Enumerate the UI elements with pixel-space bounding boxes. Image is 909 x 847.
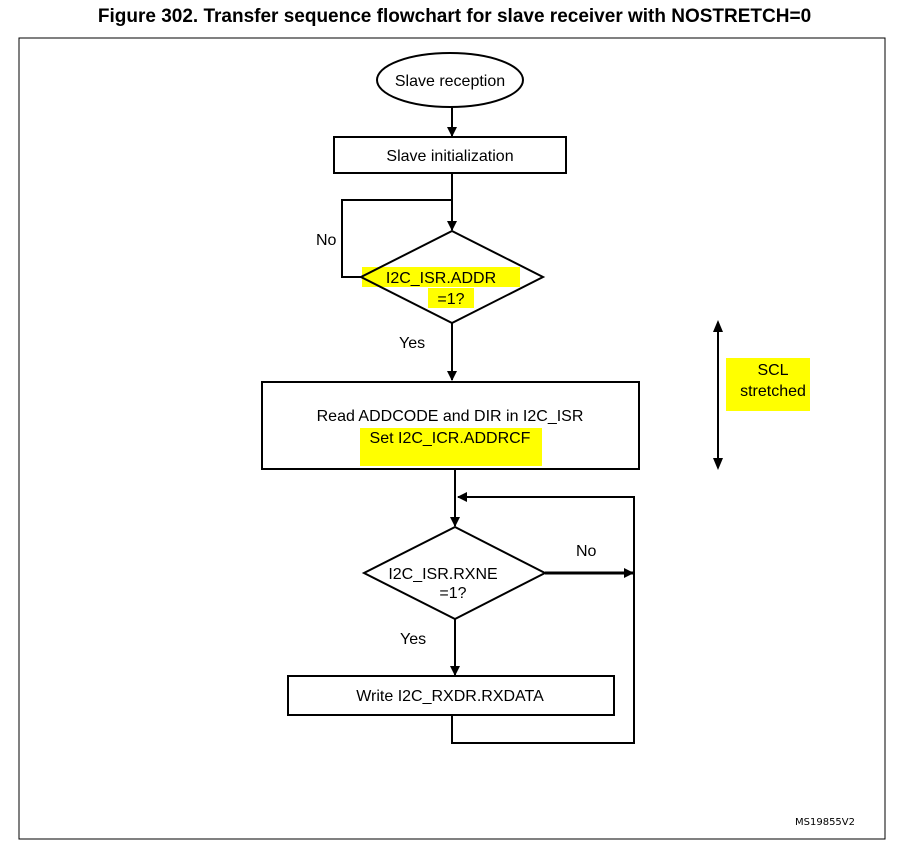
figure-frame xyxy=(18,37,886,840)
read-box xyxy=(261,381,640,470)
label-yes-rxne: Yes xyxy=(400,631,426,648)
rxne-line2: =1? xyxy=(439,585,466,602)
read-line2: Set I2C_ICR.ADDRCF xyxy=(370,430,531,447)
init-label: Slave initialization xyxy=(386,148,513,165)
scl-arrow-down xyxy=(713,458,723,470)
write-label: Write I2C_RXDR.RXDATA xyxy=(356,688,544,705)
figure-code: MS19855V2 xyxy=(795,817,855,828)
init-box xyxy=(333,136,567,174)
loop-back-line xyxy=(451,492,635,744)
scl-arrow-up xyxy=(713,320,723,332)
highlight-addrcf xyxy=(360,428,542,466)
figure-title: Figure 302. Transfer sequence flowchart … xyxy=(97,6,812,27)
addr-line1: I2C_ISR.ADDR xyxy=(386,270,496,287)
rxne-line1: I2C_ISR.RXNE xyxy=(388,566,497,583)
highlights xyxy=(360,267,810,466)
loop-no-addr xyxy=(341,199,452,278)
label-yes-addr: Yes xyxy=(399,335,425,352)
read-line1: Read ADDCODE and DIR in I2C_ISR xyxy=(317,408,584,425)
highlight-addr-line2 xyxy=(428,288,474,308)
label-no-rxne: No xyxy=(576,543,597,560)
scl-line2: stretched xyxy=(740,383,806,400)
addr-line2: =1? xyxy=(437,291,464,308)
start-terminator xyxy=(376,52,524,108)
label-no-addr: No xyxy=(316,232,337,249)
highlight-scl xyxy=(726,358,810,411)
highlight-addr-line1 xyxy=(362,267,520,287)
scl-line1: SCL xyxy=(757,362,788,379)
start-label: Slave reception xyxy=(395,73,505,90)
